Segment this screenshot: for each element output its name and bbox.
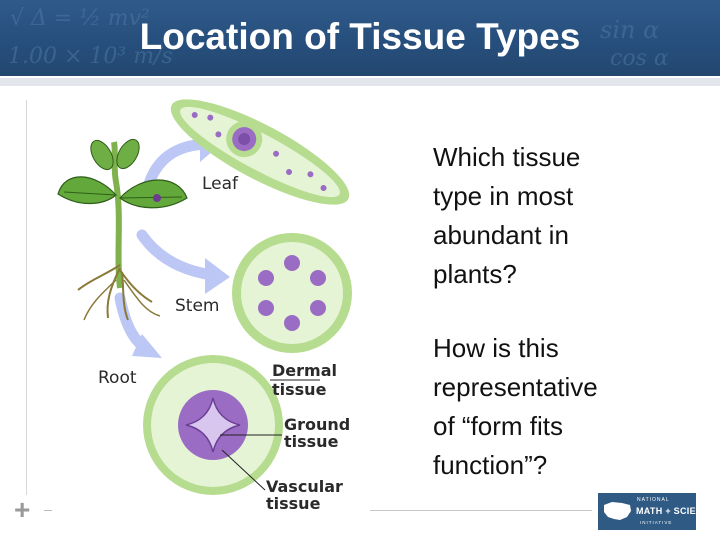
plus-icon: + (14, 494, 31, 525)
question-abundance: Which tissue type in most abundant in pl… (433, 138, 663, 294)
plant-tissue-diagram: Leaf Stem Root Dermal tissue Ground tiss… (57, 99, 352, 513)
header-formula: √ Δ = ½ mv² (10, 6, 150, 31)
question-line: abundant in (433, 220, 569, 250)
dermal-label: tissue (272, 380, 327, 399)
header-formula: sin α (600, 16, 660, 44)
root-label: Root (98, 368, 137, 388)
question-line: Which tissue (433, 142, 581, 172)
footer-rule (370, 510, 592, 511)
header-formula: cos α (610, 46, 669, 71)
arrow-to-leaf (142, 138, 214, 193)
leaf-label: Leaf (202, 174, 239, 194)
nmsi-logo: NATIONAL MATH + SCIENCE INITIATIVE (598, 493, 715, 530)
vascular-leader (221, 449, 266, 491)
question-line: of “form fits (433, 411, 564, 441)
vascular-label: tissue (266, 494, 321, 513)
question-line: function”? (433, 450, 548, 480)
logo-text: NATIONAL (637, 497, 670, 503)
question-line: plants? (433, 259, 517, 289)
us-map-icon (604, 502, 631, 520)
vascular-label: Vascular (266, 477, 343, 496)
slide-header: √ Δ = ½ mv² 1.00 × 10³ m/s sin α cos α L… (0, 0, 720, 76)
header-divider (0, 78, 720, 86)
logo-text: INITIATIVE (640, 520, 673, 525)
ground-label: Ground (284, 415, 350, 434)
root-cross-section (143, 355, 283, 495)
page-title: Location of Tissue Types (139, 16, 581, 57)
stem-cross-section (232, 233, 352, 353)
plus-tick-line (44, 510, 52, 511)
stem-label: Stem (175, 296, 219, 316)
question-line: How is this (433, 333, 559, 363)
arrow-head-stem (205, 258, 230, 294)
ground-label: tissue (284, 432, 339, 451)
question-line: representative (433, 372, 598, 402)
plant-icon (57, 138, 188, 321)
dermal-label: Dermal (272, 361, 337, 380)
question-form-function: How is this representative of “form fits… (433, 329, 663, 485)
arrow-to-stem (136, 229, 218, 281)
header-formula: 1.00 × 10³ m/s (8, 44, 173, 69)
question-line: type in most (433, 181, 574, 211)
leaf-cross-section (170, 99, 350, 205)
logo-text: MATH + SCIENCE (636, 506, 716, 516)
left-margin-rule (26, 100, 27, 495)
arrow-head-root (132, 334, 162, 358)
